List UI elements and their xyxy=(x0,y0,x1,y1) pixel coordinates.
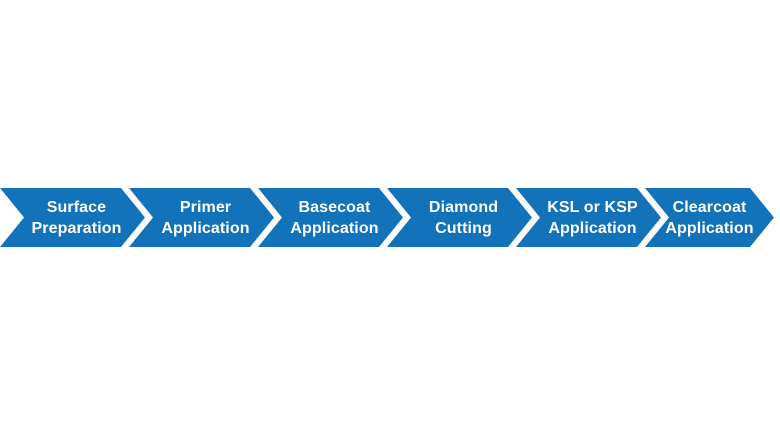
step-label-primer-application: Primer Application xyxy=(161,198,250,237)
process-step-diamond-cutting: Diamond Cutting xyxy=(387,188,532,247)
process-step-clearcoat-application: Clearcoat Application xyxy=(645,188,774,247)
step-label-clearcoat-application: Clearcoat Application xyxy=(665,198,754,237)
process-step-primer-application: Primer Application xyxy=(129,188,274,247)
step-label-ksl-or-ksp-application: KSL or KSP Application xyxy=(547,198,638,237)
process-step-basecoat-application: Basecoat Application xyxy=(258,188,403,247)
process-flow: Surface Preparation Primer Application B… xyxy=(0,188,774,247)
step-label-surface-preparation: Surface Preparation xyxy=(31,198,122,237)
step-label-diamond-cutting: Diamond Cutting xyxy=(428,198,499,237)
step-label-basecoat-application: Basecoat Application xyxy=(290,198,379,237)
process-step-surface-preparation: Surface Preparation xyxy=(0,188,145,247)
process-step-ksl-or-ksp-application: KSL or KSP Application xyxy=(516,188,661,247)
